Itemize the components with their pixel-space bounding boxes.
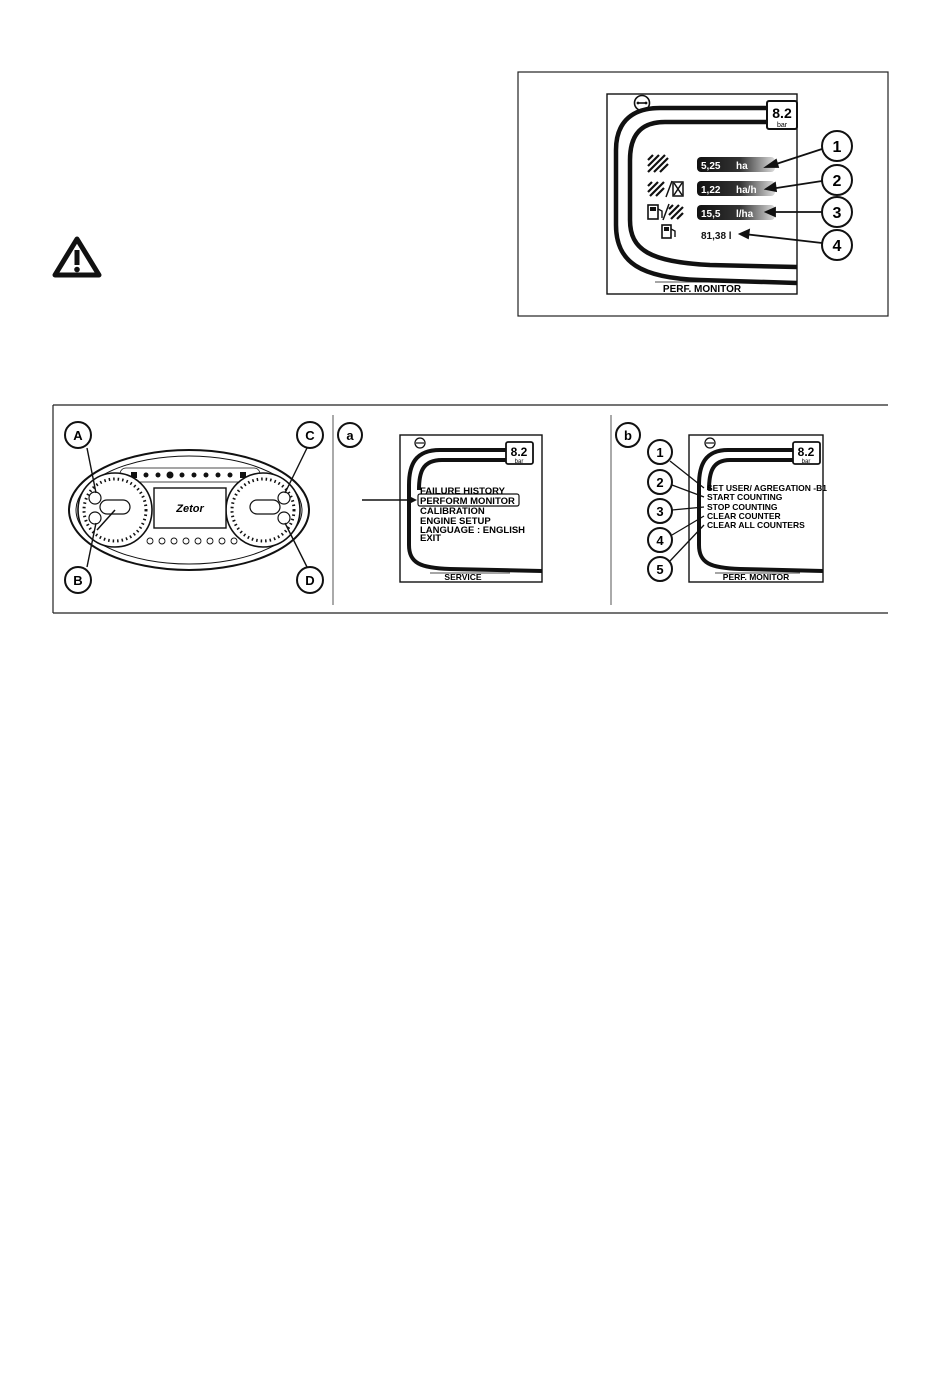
callout-A: A	[73, 428, 83, 443]
panel-b-callout-4: 4	[656, 533, 664, 548]
menu-item-start-counting: START COUNTING	[707, 492, 783, 502]
panel-b-callout-5: 5	[656, 562, 663, 577]
panel-b-callout-3: 3	[656, 504, 663, 519]
panel-b-label: b	[624, 428, 632, 443]
callout-B: B	[73, 573, 82, 588]
panel-a-label: a	[346, 428, 354, 443]
panel-b-callout-1: 1	[656, 445, 663, 460]
pressure-unit: bar	[777, 122, 788, 129]
row-4-value: 81,38 l	[701, 231, 732, 242]
menu-item-clear-all-counters: CLEAR ALL COUNTERS	[707, 520, 805, 530]
panel-b-footer: PERF. MONITOR	[723, 572, 789, 582]
panel-a-footer: SERVICE	[444, 572, 481, 582]
row-3-value: 15,5	[701, 209, 721, 220]
panel-a-pressure-value: 8.2	[511, 445, 528, 459]
menu-item-exit: EXIT	[420, 533, 441, 544]
panel-b-pressure-unit: bar	[802, 459, 811, 465]
callout-C: C	[305, 428, 315, 443]
callout-D: D	[305, 573, 314, 588]
callout-1: 1	[833, 139, 842, 156]
row-1-unit: ha	[736, 161, 748, 172]
bottom-figure: Zetor A B C D a 8.2 bar FAILURE HISTORY …	[0, 395, 950, 625]
row-2-value: 1,22	[701, 185, 721, 196]
row-2-unit: ha/h	[736, 185, 757, 196]
panel-b-pressure-value: 8.2	[798, 445, 815, 459]
pressure-value: 8.2	[772, 105, 792, 121]
row-1-value: 5,25	[701, 161, 721, 172]
top-figure: 8.2 bar 5,25 ha 1,22 ha/h 15,5 l/ha	[0, 0, 950, 330]
brand-logo: Zetor	[175, 503, 204, 515]
panel-b-callout-2: 2	[656, 475, 663, 490]
callout-3: 3	[833, 205, 842, 222]
row-3-unit: l/ha	[736, 209, 754, 220]
callout-2: 2	[833, 173, 842, 190]
callout-4: 4	[833, 238, 842, 255]
panel-a-pressure-unit: bar	[515, 459, 524, 465]
display-footer: PERF. MONITOR	[663, 284, 742, 295]
